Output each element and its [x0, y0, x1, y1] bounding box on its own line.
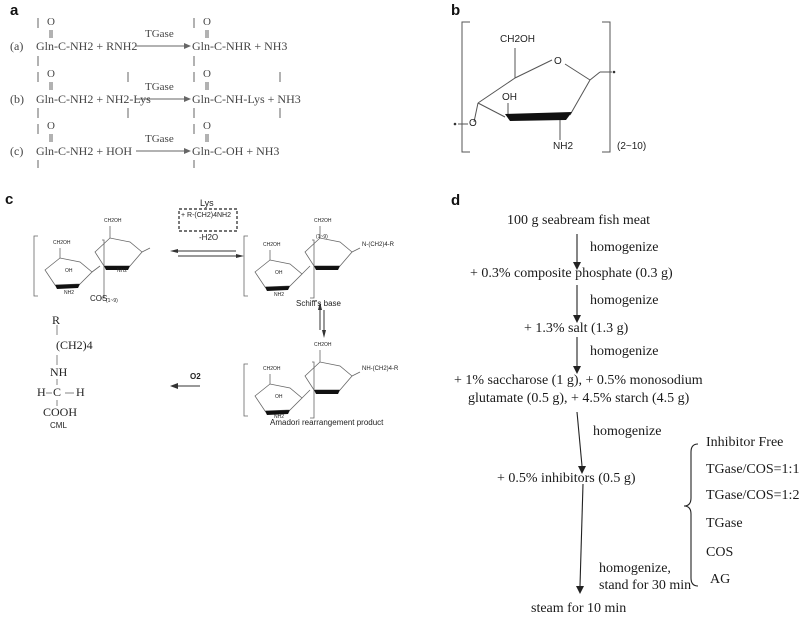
- cml-nh: NH: [50, 365, 68, 379]
- step-fish-meat: 100 g seabream fish meat: [507, 213, 651, 228]
- cos-ch2oh-2: CH2OH: [104, 218, 122, 224]
- carbonyl-o-c2: O: [203, 120, 211, 132]
- carbonyl-o-b1: O: [47, 68, 55, 80]
- reaction-c-reactant: Gln-C-NH2 + HOH: [36, 144, 133, 158]
- panel-a-diagram: [37, 18, 281, 168]
- cml-cooh: COOH: [43, 405, 78, 419]
- reagent-label: + R-(CH2)4NH2: [181, 212, 231, 219]
- inhibitor-ag: AG: [710, 572, 731, 587]
- cml-c: C: [53, 385, 62, 399]
- schiff-chain: N-(CH2)4-R: [362, 242, 394, 248]
- schiff-repeat: (1~9): [316, 234, 328, 240]
- reaction-a-reactant: Gln-C-NH2 + RNH2: [36, 39, 138, 53]
- step-steam: steam for 10 min: [531, 601, 627, 616]
- inhibitor-cos: COS: [706, 545, 734, 560]
- reaction-a-id: (a): [10, 39, 24, 53]
- ring-o-label: O: [554, 56, 562, 67]
- link-o-label: O: [469, 118, 477, 129]
- cos-label: COS: [90, 294, 108, 303]
- amadori-ch2oh-2: CH2OH: [314, 342, 332, 348]
- oh-label: OH: [502, 92, 517, 103]
- reaction-c-id: (c): [10, 144, 24, 158]
- schiff-ch2oh-1: CH2OH: [263, 242, 281, 248]
- inhibitor-tgase-cos-1-2: TGase/COS=1:2: [706, 488, 800, 503]
- chitosan-oligosaccharide-structure: [453, 21, 616, 153]
- step-saccharose: + 1% saccharose (1 g), + 0.5% monosodium: [454, 373, 703, 388]
- carbonyl-o-b2: O: [203, 68, 211, 80]
- water-label: -H2O: [199, 233, 219, 242]
- cml-label: CML: [50, 421, 67, 430]
- panel-d-label: d: [451, 192, 461, 209]
- cos-nh2-1: NH2: [64, 290, 75, 296]
- o2-label: O2: [190, 372, 201, 381]
- amadori-nh2: NH2: [274, 414, 285, 420]
- carbonyl-o-c1: O: [47, 120, 55, 132]
- repeat-label: (2~10): [617, 141, 647, 152]
- schiff-ch2oh-2: CH2OH: [314, 218, 332, 224]
- reaction-b-id: (b): [10, 92, 24, 106]
- amadori-label: Amadori rearrangement product: [270, 418, 384, 427]
- panel-a-label: a: [10, 2, 19, 19]
- label-homogenize-4: homogenize: [593, 424, 662, 439]
- schiff-nh2: NH2: [274, 292, 285, 298]
- cos-oh: OH: [65, 268, 73, 274]
- inhibitor-tgase: TGase: [706, 516, 743, 531]
- amadori-oh: OH: [275, 394, 283, 400]
- maillard-reaction-scheme: [33, 208, 361, 419]
- reaction-b-product: Gln-C-NH-Lys + NH3: [192, 92, 301, 106]
- label-homogenize-3: homogenize: [590, 344, 659, 359]
- step-inhibitors: + 0.5% inhibitors (0.5 g): [497, 471, 636, 486]
- step-composite-phosphate: + 0.3% composite phosphate (0.3 g): [470, 266, 673, 281]
- carbonyl-o-a2: O: [203, 16, 211, 28]
- amadori-chain: NH-(CH2)4-R: [362, 366, 399, 372]
- step-salt: + 1.3% salt (1.3 g): [524, 321, 629, 336]
- label-homogenize-5: homogenize,: [599, 561, 671, 576]
- nh2-label: NH2: [553, 141, 574, 152]
- inhibitor-tgase-cos-1-1: TGase/COS=1:1: [706, 462, 800, 477]
- label-homogenize-1: homogenize: [590, 240, 659, 255]
- reaction-c-product: Gln-C-OH + NH3: [192, 144, 280, 158]
- reaction-a-product: Gln-C-NHR + NH3: [192, 39, 288, 53]
- cos-nh2-2: NH2: [117, 268, 128, 274]
- reaction-a-enzyme: TGase: [145, 28, 174, 40]
- panel-c-label: c: [5, 191, 14, 208]
- inhibitor-free: Inhibitor Free: [706, 435, 784, 450]
- step-glutamate-starch: glutamate (0.5 g), + 4.5% starch (4.5 g): [468, 391, 690, 406]
- cos-repeat: (1~9): [106, 298, 118, 304]
- cml-r: R: [52, 313, 61, 327]
- reaction-b-enzyme: TGase: [145, 81, 174, 93]
- cos-ch2oh-1: CH2OH: [53, 240, 71, 246]
- lys-label: Lys: [200, 198, 214, 208]
- reaction-b-reactant: Gln-C-NH2 + NH2-Lys: [36, 92, 151, 106]
- label-stand-30-min: stand for 30 min: [599, 578, 692, 593]
- amadori-ch2oh-1: CH2OH: [263, 366, 281, 372]
- schiff-label: Schiff's base: [296, 299, 341, 308]
- panel-b-label: b: [451, 2, 461, 19]
- ch2oh-label: CH2OH: [500, 34, 536, 45]
- schiff-oh: OH: [275, 270, 283, 276]
- cml-ch2n: (CH2)4: [56, 338, 93, 352]
- carbonyl-o-a1: O: [47, 16, 55, 28]
- label-homogenize-2: homogenize: [590, 293, 659, 308]
- cml-h-right: H: [76, 385, 85, 399]
- cml-h-left: H: [37, 385, 46, 399]
- reaction-c-enzyme: TGase: [145, 133, 174, 145]
